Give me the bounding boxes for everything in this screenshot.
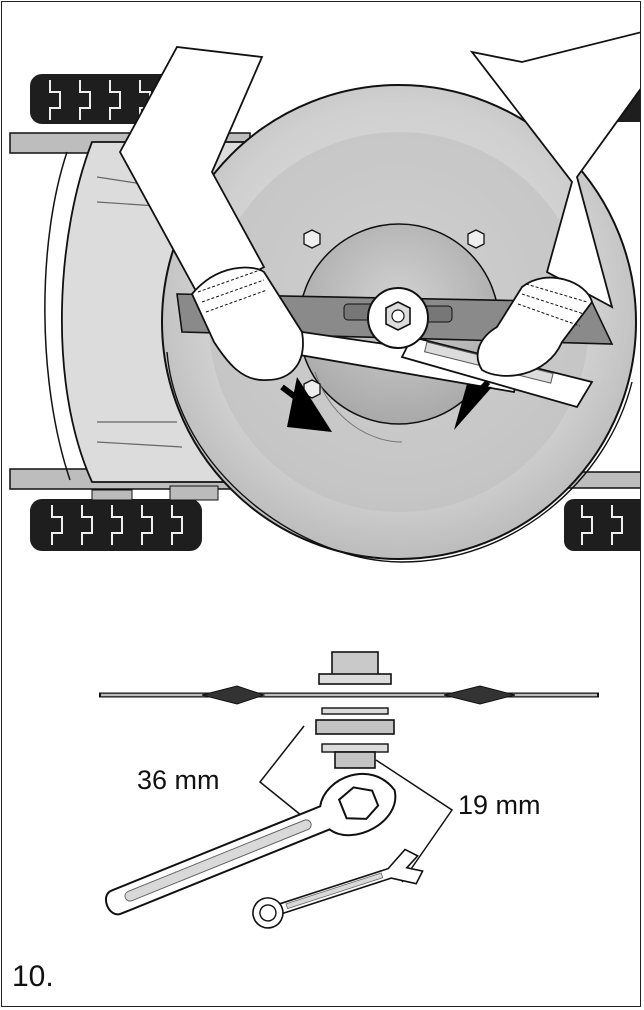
leader-line-19mm xyxy=(375,759,454,883)
rotation-arrow-left xyxy=(280,377,332,432)
label-36mm: 36 mm xyxy=(137,765,220,795)
washer xyxy=(321,707,389,715)
blade-nut xyxy=(321,743,389,753)
right-glove xyxy=(476,276,593,377)
label-19mm: 19 mm xyxy=(458,790,541,820)
right-arm xyxy=(469,31,640,309)
figure-number: 10. xyxy=(12,960,54,993)
blade-assembly-exploded-view: 36 mm 19 mm xyxy=(99,651,599,929)
rotation-arrow-right xyxy=(454,379,492,430)
wheel-bottom-left xyxy=(30,499,202,551)
wheel-bottom-right xyxy=(564,499,640,551)
mower-underside xyxy=(9,31,640,563)
combination-wrench-19mm xyxy=(252,848,424,929)
ring-wrench-36mm xyxy=(105,772,397,916)
blade-adapter xyxy=(331,651,379,677)
leader-line-36mm xyxy=(258,725,313,825)
left-glove xyxy=(190,266,304,381)
